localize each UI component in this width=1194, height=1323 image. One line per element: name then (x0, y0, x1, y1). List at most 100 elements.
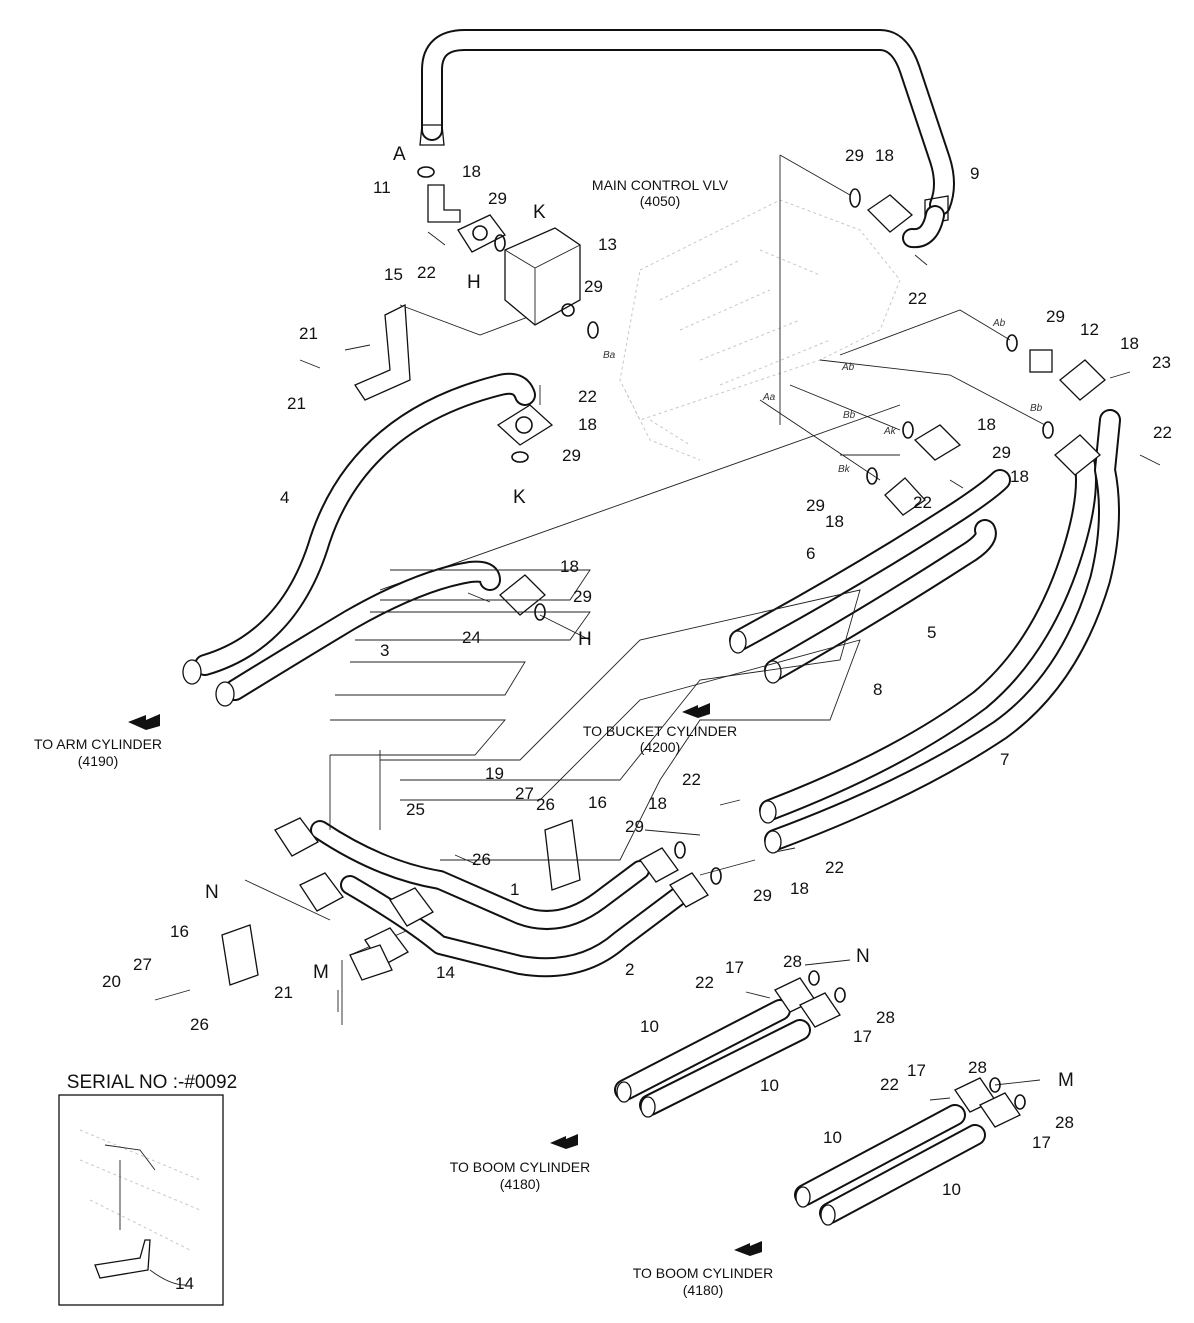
part-22-g: 22 (825, 858, 844, 877)
part-23: 23 (1152, 353, 1171, 372)
letter-A: A (393, 144, 406, 165)
part-18-b: 18 (578, 415, 597, 434)
reference-letters: A K H K H N M N M (205, 144, 1074, 1091)
leader-lines (244, 154, 1046, 1086)
part-5: 5 (927, 623, 936, 642)
port-Bb-right: Bb (1030, 403, 1043, 414)
part-16-a: 16 (588, 793, 607, 812)
part-18-j: 18 (790, 879, 809, 898)
part-13: 13 (598, 235, 617, 254)
part-22-f: 22 (682, 770, 701, 789)
part-17-b: 17 (853, 1027, 872, 1046)
letter-M-left: M (313, 962, 329, 983)
hose-6 (729, 469, 1011, 654)
port-Aa: Aa (762, 392, 776, 403)
letter-K-top: K (533, 202, 546, 223)
part-21-b: 21 (287, 394, 306, 413)
part-27-b: 27 (133, 955, 152, 974)
port-Ba: Ba (603, 350, 616, 361)
part-28-c: 28 (968, 1058, 987, 1077)
part-14-b: 14 (175, 1274, 194, 1293)
main-control-valve-outline (619, 199, 901, 461)
letter-H-bottom: H (578, 629, 592, 650)
caption-boom-cylinder-2-code: (4180) (683, 1282, 723, 1298)
part-10-d: 10 (942, 1180, 961, 1199)
port-Ab: Ab (841, 362, 855, 373)
part-18-c: 18 (875, 146, 894, 165)
part-21-c: 21 (274, 983, 293, 1002)
hose-5 (764, 519, 997, 684)
hose-7 (764, 409, 1121, 854)
part-19: 19 (485, 764, 504, 783)
port-Ak: Ak (883, 426, 897, 437)
part-7: 7 (1000, 750, 1009, 769)
caption-main-control-valve-code: (4050) (640, 193, 680, 209)
part-3: 3 (380, 641, 389, 660)
fittings (154, 166, 1161, 1128)
hose-9 (419, 29, 955, 249)
part-29-c: 29 (562, 446, 581, 465)
letter-M-right: M (1058, 1070, 1074, 1091)
part-22-b: 22 (578, 387, 597, 406)
part-29-h: 29 (573, 587, 592, 606)
part-18-d: 18 (1120, 334, 1139, 353)
part-17-a: 17 (725, 958, 744, 977)
part-2: 2 (625, 960, 634, 979)
part-29-j: 29 (753, 886, 772, 905)
part-14-a: 14 (436, 963, 455, 982)
hose-3 (215, 560, 501, 707)
part-17-c: 17 (907, 1061, 926, 1080)
part-29-b: 29 (584, 277, 603, 296)
part-10-c: 10 (823, 1128, 842, 1147)
part-18-a: 18 (462, 162, 481, 181)
direction-arrows (128, 703, 762, 1256)
serial-inset (58, 1094, 224, 1306)
letter-K-bottom: K (513, 487, 526, 508)
hoses-10-upper (614, 999, 811, 1118)
pipe-2 (340, 875, 690, 978)
letter-N-right: N (856, 946, 870, 967)
part-4: 4 (280, 488, 289, 507)
part-18-i: 18 (648, 794, 667, 813)
part-22-a: 22 (417, 263, 436, 282)
caption-bucket-cylinder: TO BUCKET CYLINDER (583, 723, 737, 739)
hoses-10-lower (794, 1104, 986, 1226)
caption-boom-cylinder-1: TO BOOM CYLINDER (450, 1159, 591, 1175)
caption-boom-cylinder-2: TO BOOM CYLINDER (633, 1265, 774, 1281)
routing-frame (329, 569, 861, 861)
part-29-g: 29 (806, 496, 825, 515)
part-8: 8 (873, 680, 882, 699)
part-18-e: 18 (977, 415, 996, 434)
port-labels: Ba Aa Ab Ab Bb Bb Ak Bk (603, 318, 1043, 475)
part-24: 24 (462, 628, 481, 647)
part-26-c: 26 (190, 1015, 209, 1034)
part-20: 20 (102, 972, 121, 991)
caption-serial-no: SERIAL NO :-#0092 (67, 1072, 237, 1093)
part-9: 9 (970, 164, 979, 183)
part-29-a: 29 (488, 189, 507, 208)
part-10-b: 10 (760, 1076, 779, 1095)
part-11: 11 (373, 178, 391, 197)
part-6: 6 (806, 544, 815, 563)
part-26-b: 26 (472, 850, 491, 869)
part-29-f: 29 (992, 443, 1011, 462)
letter-H-top: H (467, 272, 481, 293)
pipe-1 (310, 820, 650, 930)
part-28-b: 28 (876, 1008, 895, 1027)
part-28-a: 28 (783, 952, 802, 971)
captions: MAIN CONTROL VLV (4050) TO ARM CYLINDER … (34, 177, 773, 1298)
caption-bucket-cylinder-code: (4200) (640, 739, 680, 755)
caption-arm-cylinder-code: (4190) (78, 753, 118, 769)
caption-boom-cylinder-1-code: (4180) (500, 1176, 540, 1192)
part-29-e: 29 (1046, 307, 1065, 326)
port-Ab-top: Ab (992, 318, 1006, 329)
part-15: 15 (384, 265, 403, 284)
part-25: 25 (406, 800, 425, 819)
part-29-i: 29 (625, 817, 644, 836)
part-numbers: 11 18 29 22 13 29 15 21 21 22 18 29 4 29… (102, 146, 1172, 1293)
part-18-f: 18 (1010, 467, 1029, 486)
port-Bb: Bb (843, 410, 856, 421)
part-22-e: 22 (913, 493, 932, 512)
part-26-a: 26 (536, 795, 555, 814)
